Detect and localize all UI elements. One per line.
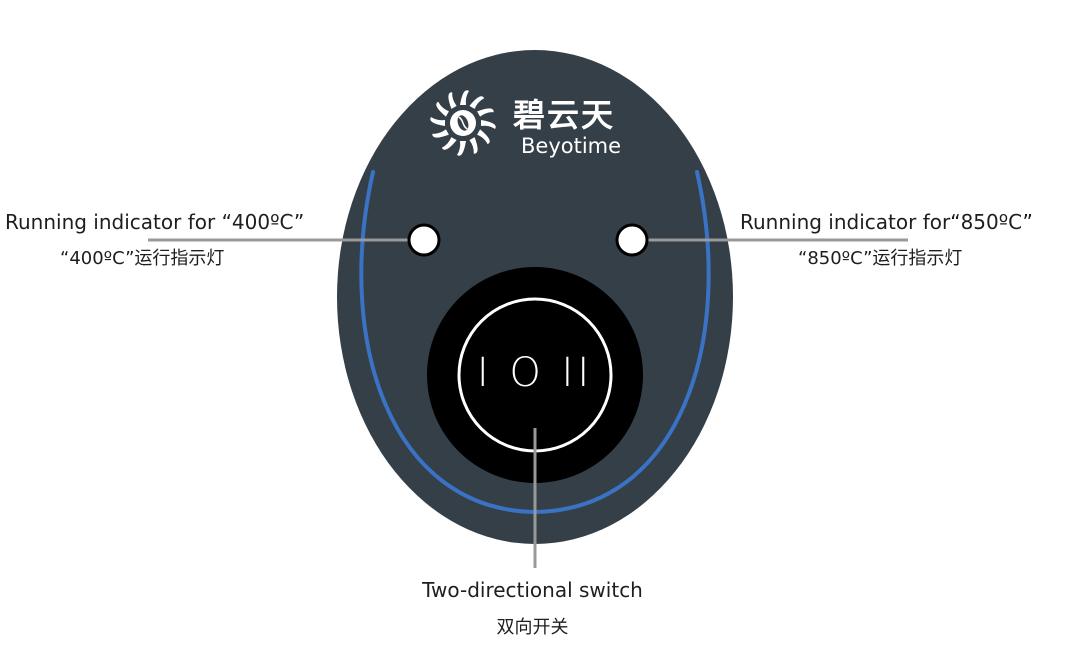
sun-logo-icon	[430, 90, 496, 156]
switch-position-symbols: I O II	[476, 350, 594, 396]
brand-name-zh: 碧云天	[513, 96, 616, 134]
switch-label-zh: 双向开关	[496, 617, 569, 638]
brand-name-en: Beyotime	[521, 134, 622, 158]
indicator-400-label-zh: “400ºC”运行指示灯	[60, 248, 225, 269]
indicator-400-light	[407, 223, 441, 257]
indicator-400-label-en: Running indicator for “400ºC”	[5, 210, 305, 234]
indicator-850-label-zh: “850ºC”运行指示灯	[798, 248, 963, 269]
indicator-850-label-en: Running indicator for“850ºC”	[740, 210, 1033, 234]
indicator-850-light	[615, 223, 649, 257]
switch-label-en: Two-directional switch	[422, 578, 643, 602]
